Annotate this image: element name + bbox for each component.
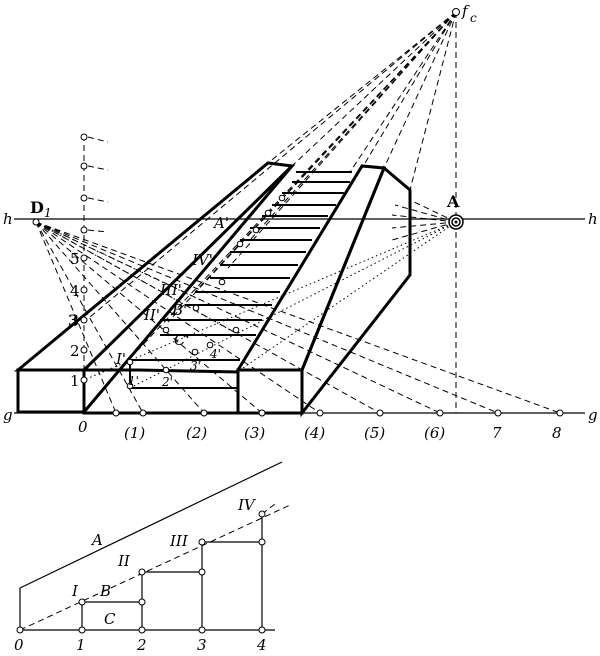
rays-from-fc xyxy=(83,11,457,351)
left-scale-2: 2 xyxy=(70,342,80,360)
ground-tick-8: 8 xyxy=(552,424,562,442)
right-stringer xyxy=(235,164,412,418)
label-roman-iv-prime: IV' xyxy=(191,251,213,269)
label-fc: f xyxy=(461,2,470,20)
rays-from-a xyxy=(83,199,457,389)
bottom-tick-0: 0 xyxy=(14,636,24,654)
label-d1-sub: 1 xyxy=(44,206,52,220)
bottom-elevation xyxy=(19,461,291,631)
label-mark-3-prime: 3' xyxy=(190,359,201,373)
label-d1: D xyxy=(30,198,44,217)
left-scale-points xyxy=(80,133,88,384)
ground-tick-1: (1) xyxy=(124,424,145,442)
left-scale-5: 5 xyxy=(70,250,80,268)
bottom-points xyxy=(16,510,266,634)
a-point xyxy=(448,214,464,230)
label-mark-2-prime: 2' xyxy=(161,375,173,389)
bottom-label-b: B xyxy=(99,582,111,600)
stair-points xyxy=(126,194,286,390)
label-g-left: g xyxy=(3,406,13,424)
ground-tick-0: 0 xyxy=(78,418,88,436)
label-h-left: h xyxy=(3,210,13,228)
left-scale-4: 4 xyxy=(70,282,80,300)
ground-tick-2: (2) xyxy=(186,424,207,442)
label-roman-iii-prime: III' xyxy=(159,281,182,299)
bottom-tick-2: 2 xyxy=(136,636,147,654)
bottom-label-a: A xyxy=(90,531,103,549)
label-mark-4-prime: 4' xyxy=(209,347,221,361)
ground-tick-6: (6) xyxy=(424,424,445,442)
ground-points xyxy=(112,409,564,417)
label-a-prime: A' xyxy=(212,214,229,232)
bottom-label-c: C xyxy=(104,610,116,628)
label-c-prime: C' xyxy=(174,331,190,349)
label-b-prime: B' xyxy=(171,301,187,319)
label-a: A xyxy=(446,192,460,211)
ground-tick-7: 7 xyxy=(492,424,502,442)
label-roman-i-prime: I' xyxy=(115,350,126,368)
fc-point xyxy=(452,8,460,16)
left-scale-1: 1 xyxy=(70,372,80,390)
left-scale-ticks xyxy=(87,136,109,233)
label-h-right: h xyxy=(588,210,598,228)
left-scale-3: 3 xyxy=(68,311,79,330)
label-g-right: g xyxy=(588,406,598,424)
bottom-tick-3: 3 xyxy=(197,636,207,654)
bottom-roman-iii: III xyxy=(169,532,189,550)
bottom-tick-4: 4 xyxy=(256,636,267,654)
d1-point xyxy=(32,218,40,226)
ground-tick-3: (3) xyxy=(244,424,265,442)
label-roman-ii-prime: II' xyxy=(143,306,160,324)
ground-tick-5: (5) xyxy=(364,424,385,442)
bottom-roman-i: I xyxy=(71,582,79,600)
bottom-tick-1: 1 xyxy=(76,636,86,654)
bottom-roman-iv: IV xyxy=(237,496,257,514)
ground-tick-4: (4) xyxy=(304,424,325,442)
label-mark-1-prime: 1' xyxy=(128,374,139,388)
label-fc-sub: c xyxy=(470,11,477,25)
bottom-roman-ii: II xyxy=(117,552,131,570)
rays-from-d1 xyxy=(35,221,561,414)
